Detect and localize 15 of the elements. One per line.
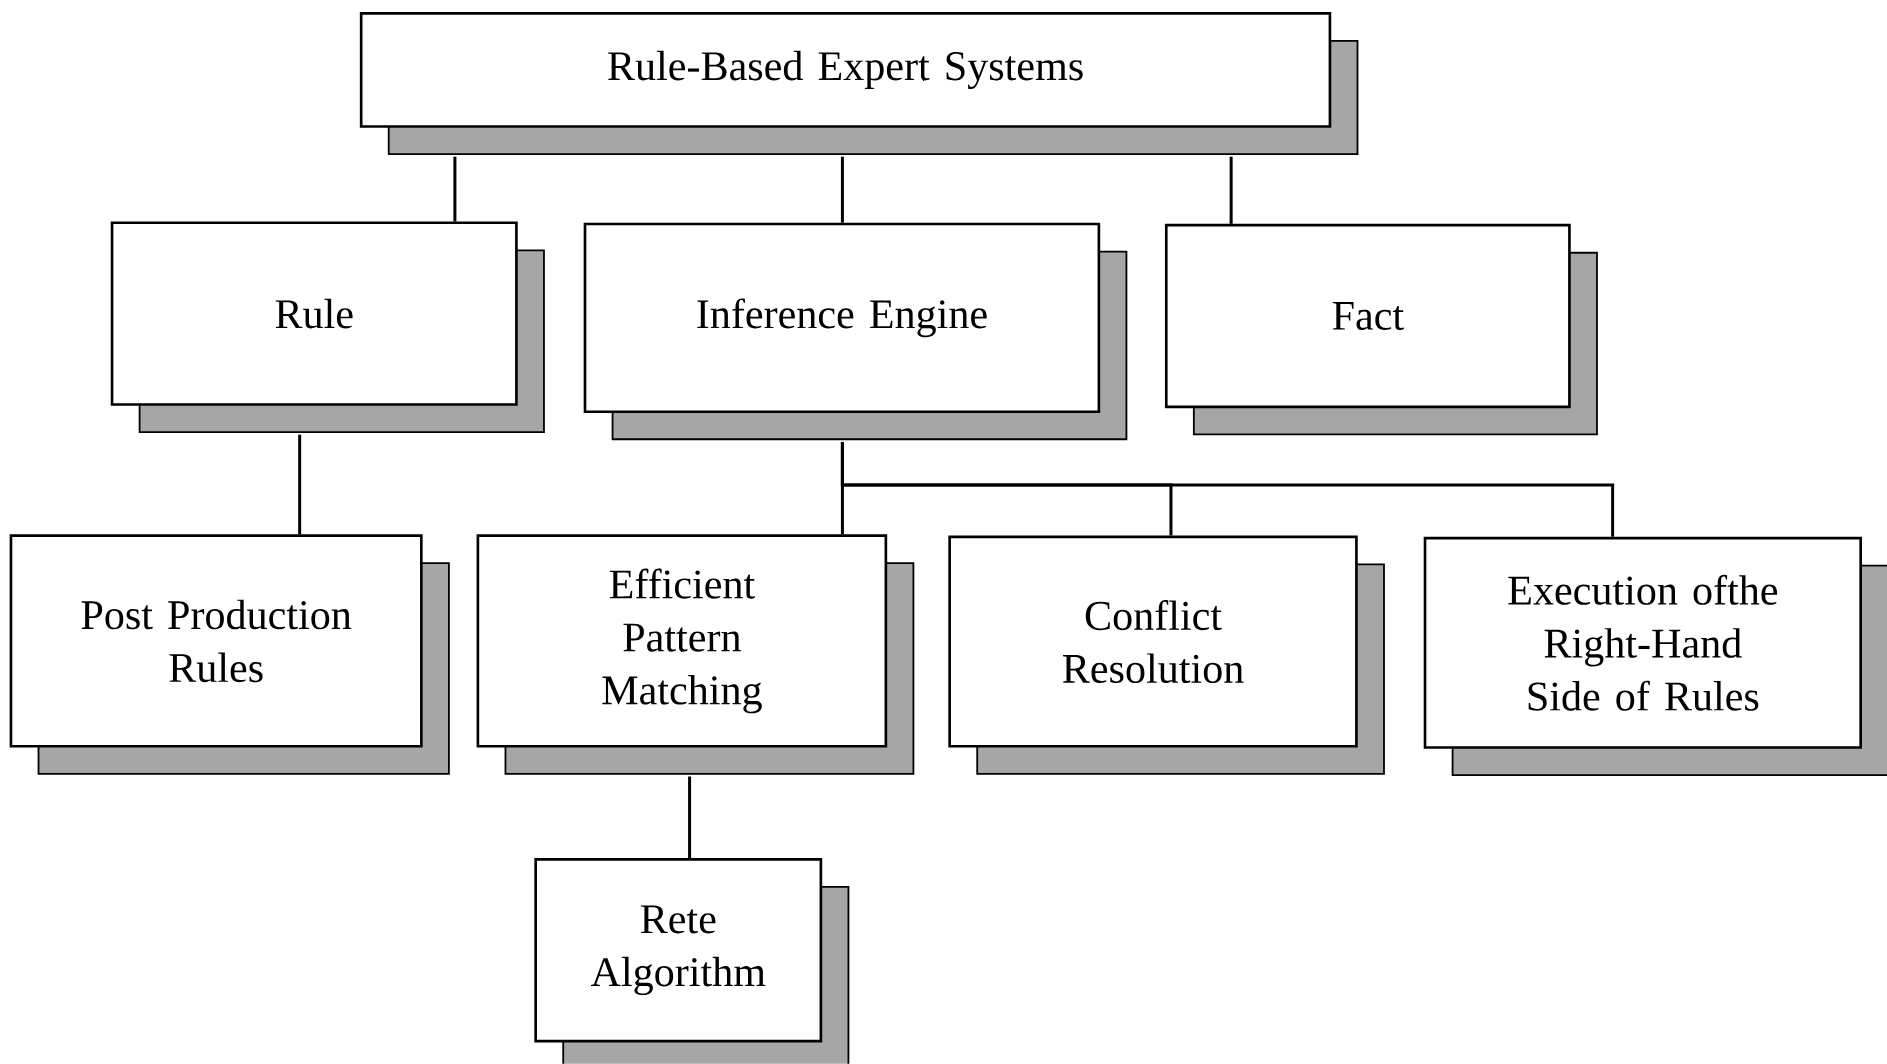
connector-line (840, 156, 844, 223)
connector-line (688, 776, 692, 859)
box: Post Production Rules (9, 534, 450, 775)
connector-line (298, 434, 302, 535)
connector-line (453, 156, 457, 222)
box: Rule-Based Expert Systems (359, 12, 1359, 156)
box: Fact (1164, 223, 1598, 436)
box: Inference Engine (583, 222, 1128, 441)
box: Rule (110, 221, 545, 434)
box: Rete Algorithm (534, 858, 850, 1064)
connector-line (1229, 156, 1233, 224)
box: Efficient Pattern Matching (476, 534, 915, 775)
box: Conflict Resolution (948, 535, 1385, 775)
box: Execution ofthe Right-Hand Side of Rules (1423, 536, 1887, 776)
connector-line (840, 442, 1615, 537)
